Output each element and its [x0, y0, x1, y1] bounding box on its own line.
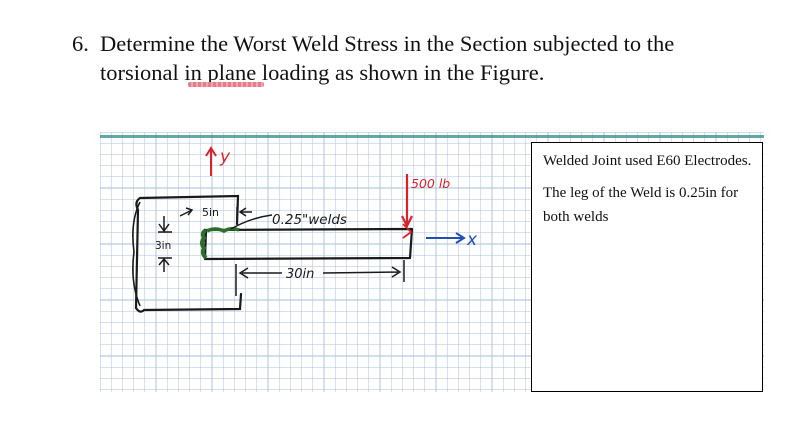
note-electrode: Welded Joint used E60 Electrodes.: [543, 153, 752, 169]
y-axis-arrow: [205, 146, 217, 176]
weld-bead-left: [200, 228, 208, 260]
top-dimension-label: 5in: [202, 206, 219, 219]
x-axis-arrow: [426, 232, 466, 244]
length-dimension-arrows: [235, 260, 405, 296]
top-dimension-arrows: [179, 207, 252, 220]
weld-leader-line: [230, 214, 273, 230]
x-axis-label: x: [466, 230, 478, 250]
support-wall-inner: [132, 201, 141, 307]
bar-end-marker: [402, 223, 413, 239]
problem-line-2: torsional in plane loading as shown in t…: [100, 59, 544, 87]
spellcheck-flagged-phrase[interactable]: in plane: [184, 60, 257, 85]
load-arrow: [401, 174, 413, 229]
problem-number: 6.: [72, 31, 89, 56]
weld-notes-box: Welded Joint used E60 Electrodes. The le…: [531, 142, 763, 392]
note-weld-leg: The leg of the Weld is 0.25in for both w…: [543, 185, 739, 225]
spellcheck-underline: [188, 82, 264, 87]
problem-line-2-start: torsional: [100, 60, 185, 85]
problem-line-2-end: loading as shown in the Figure.: [256, 60, 545, 85]
weld-callout-label: 0.25"welds: [272, 212, 347, 228]
length-dimension-label: 30in: [286, 267, 314, 282]
load-label: 500 lb: [411, 176, 450, 191]
figure-top-rule: [100, 135, 764, 138]
y-axis-label: y: [219, 147, 231, 167]
weld-bead-top: [206, 226, 240, 233]
problem-line-1: Determine the Worst Weld Stress in the S…: [100, 31, 675, 56]
side-dimension-label: 3in: [155, 240, 171, 252]
side-dimension-arrows: [158, 216, 172, 272]
